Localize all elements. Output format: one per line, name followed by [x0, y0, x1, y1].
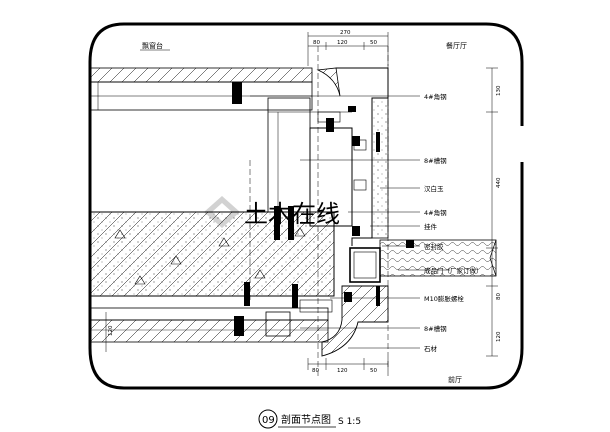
dimensions-left: 120: [105, 312, 114, 352]
title-scale: S 1:5: [338, 417, 361, 427]
dim-right-lower: 80: [496, 293, 502, 300]
door-frame: [349, 239, 497, 283]
callout-fixing: 挂件: [424, 222, 438, 231]
callout-marble: 汉白玉: [424, 184, 444, 193]
dim-bottom-left: 80: [312, 368, 319, 374]
dim-top-left: 80: [313, 40, 320, 46]
dim-right-top: 130: [496, 85, 502, 96]
callout-channel-steel-top: 8#槽钢: [424, 156, 447, 165]
window-board-bottom: [89, 307, 329, 343]
dim-top-total: 270: [340, 30, 351, 36]
callout-sealant: 密封胶: [424, 242, 444, 251]
dimensions-top: 270 80 120 50: [307, 30, 389, 66]
dim-right-bottom: 120: [496, 331, 502, 342]
dim-bottom-mid: 120: [337, 368, 348, 374]
callout-channel-steel-bottom: 8#槽钢: [424, 324, 447, 333]
dimensions-bottom: 80 120 50: [307, 358, 389, 374]
anchor-bolts: [232, 82, 380, 336]
dim-top-mid: 120: [337, 40, 348, 46]
title-text: 剖面节点图: [281, 413, 331, 426]
dimensions-right: 130 440 80 120: [486, 67, 502, 357]
room-label-dining-hall: 餐厅厅: [446, 41, 467, 50]
room-label-lower-hall: 前厅: [448, 375, 462, 384]
window-board-top: [89, 67, 313, 111]
callout-stone: 石材: [424, 344, 438, 353]
callout-labels: 4#角钢 8#槽钢 汉白玉 4#角钢 挂件 密封胶 成品门（厂家订做） M10膨…: [424, 92, 483, 353]
drawing-title: 09 剖面节点图 S 1:5: [258, 409, 361, 429]
callout-expansion-bolt: M10膨胀螺栓: [424, 294, 464, 303]
callout-angle-steel-top: 4#角钢: [424, 92, 447, 101]
room-label-window-sill: 飘窗台: [142, 41, 163, 50]
title-number-circle: [258, 409, 278, 429]
concrete-wall: [89, 211, 335, 297]
dim-bottom-right: 50: [370, 368, 377, 374]
title-number: 09: [262, 415, 275, 426]
dim-right-mid: 440: [496, 177, 502, 188]
dim-top-right: 50: [370, 40, 377, 46]
dim-left: 120: [108, 325, 114, 336]
drawing-frame: [88, 22, 524, 390]
callout-leaders: [250, 95, 450, 349]
callout-finished-door: 成品门（厂家订做）: [424, 266, 483, 275]
callout-angle-steel-mid: 4#角钢: [424, 208, 447, 217]
stone-corner-bottom: [321, 285, 389, 357]
